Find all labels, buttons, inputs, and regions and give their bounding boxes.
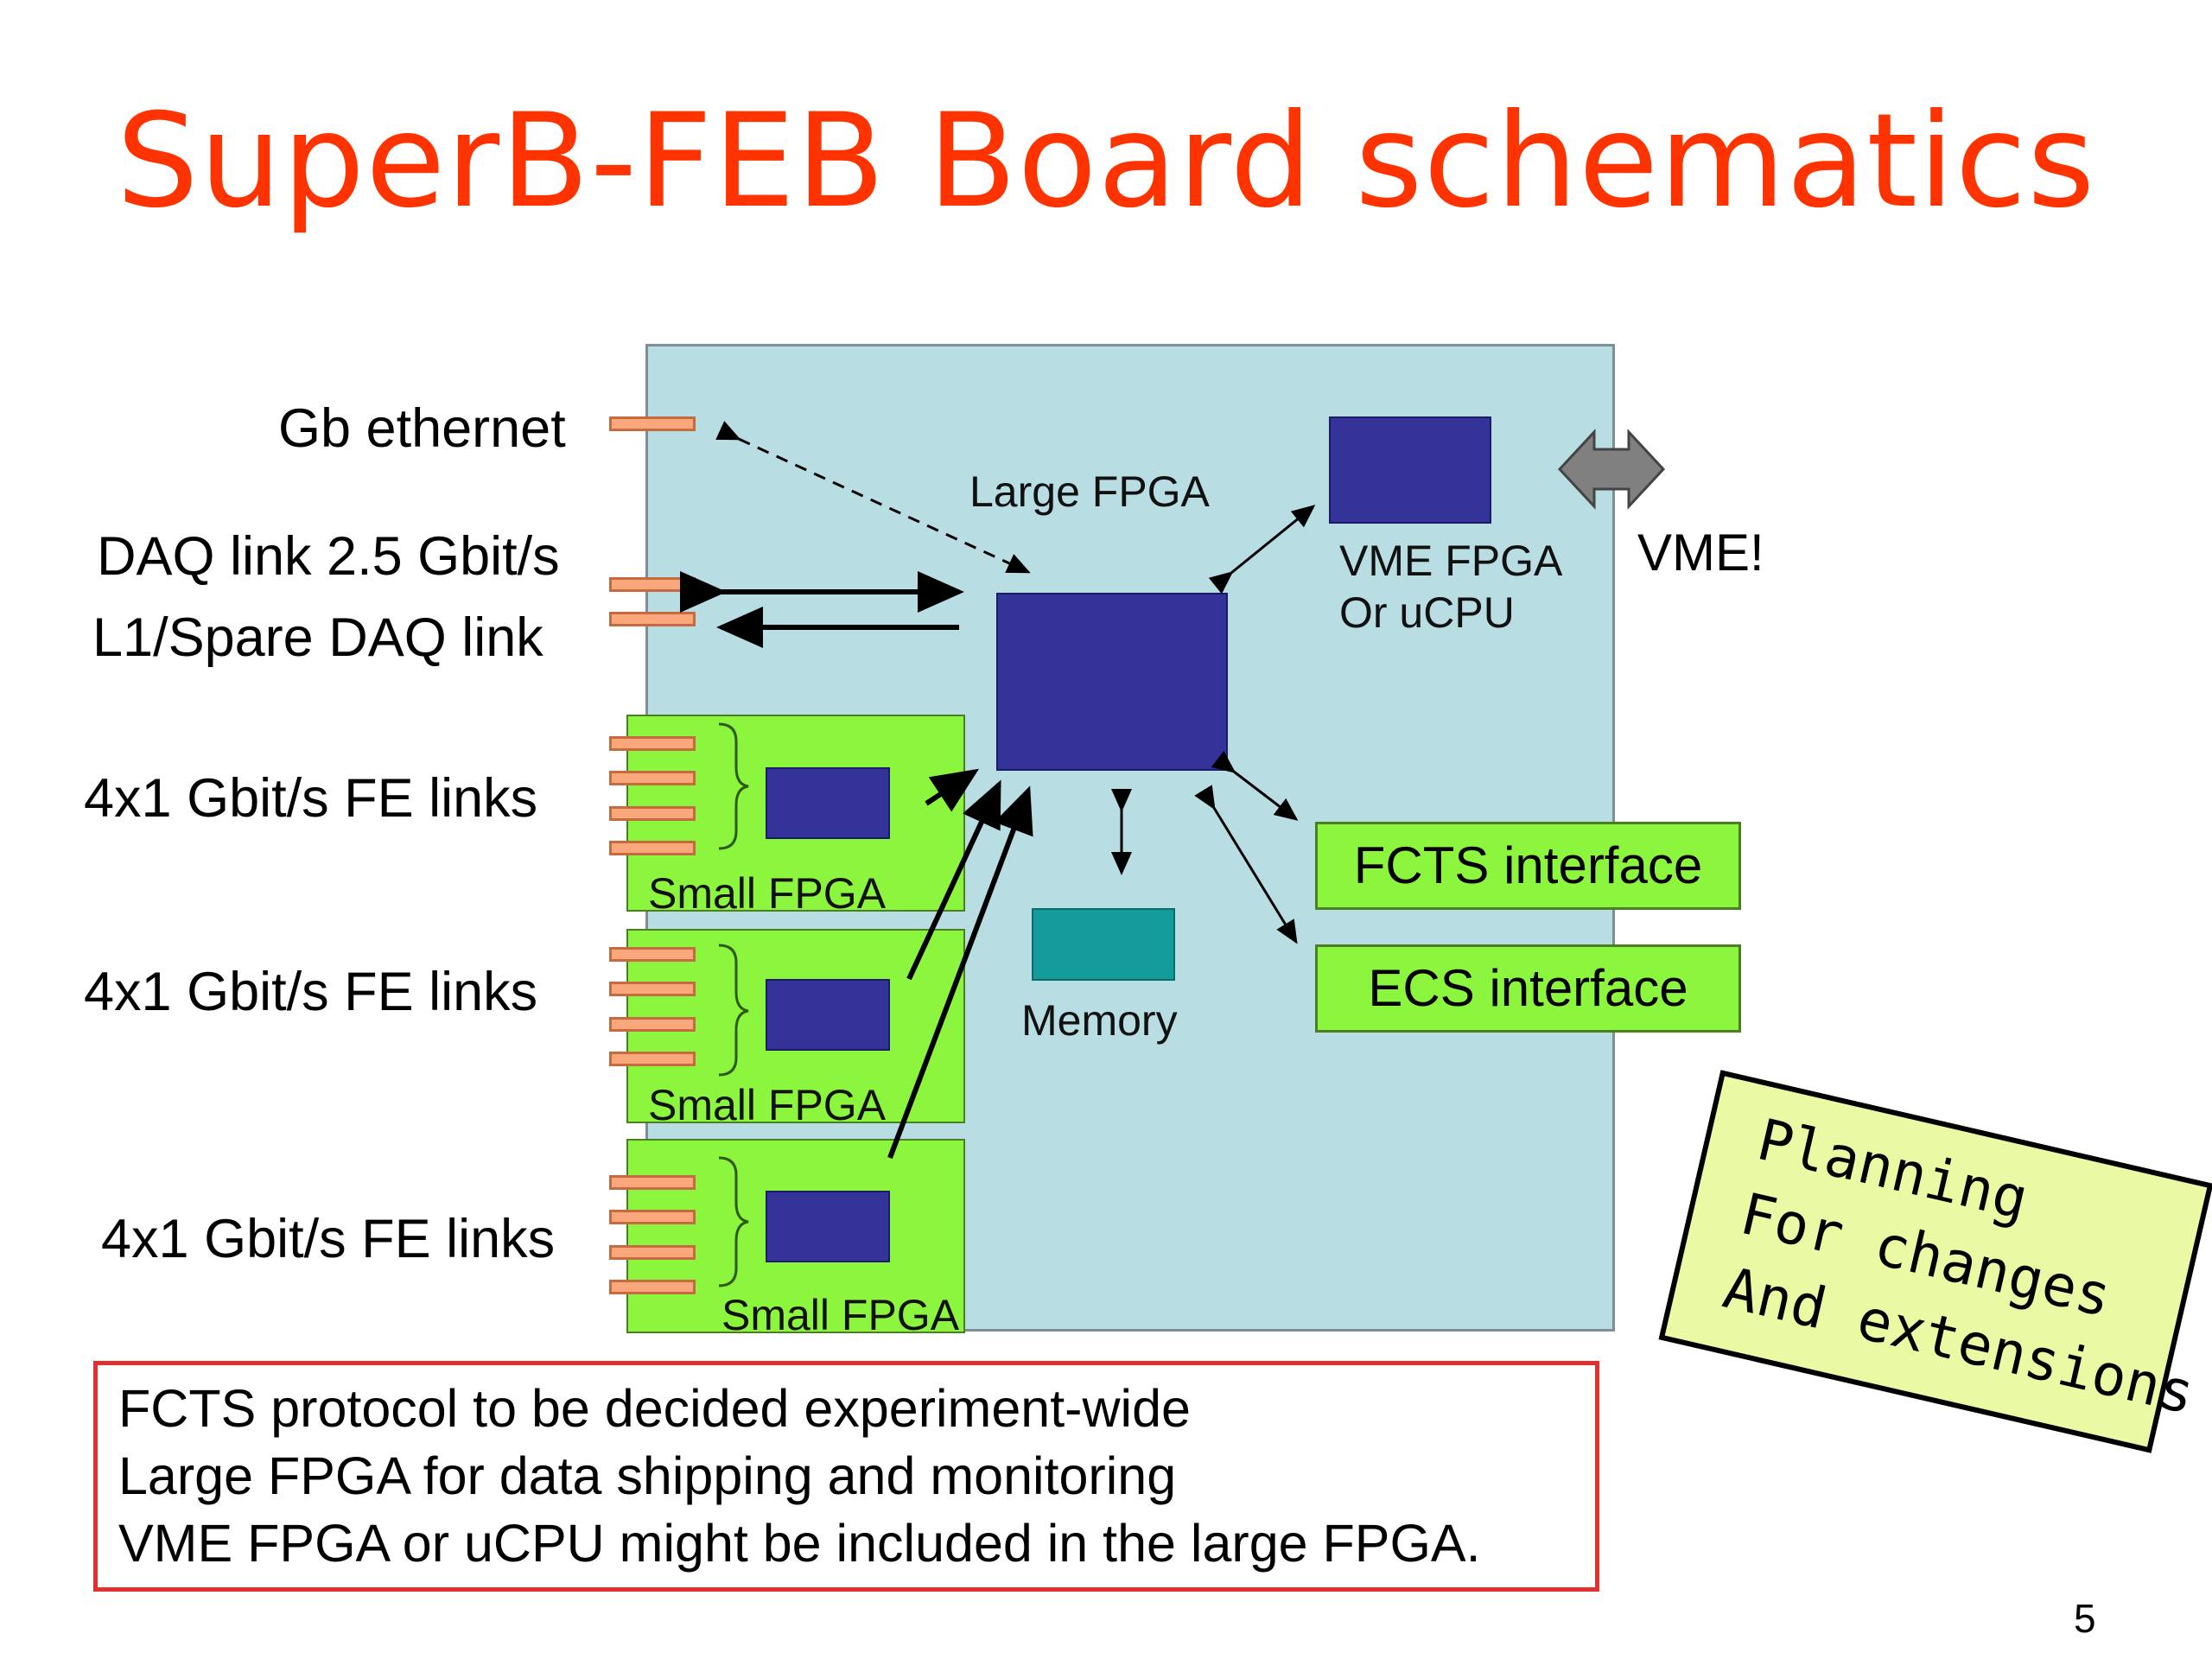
- arrow-ecs: [1194, 785, 1298, 944]
- ecs-interface-box: ECS interface: [1315, 944, 1741, 1033]
- connector-fe-2c: [609, 1017, 696, 1032]
- connector-gb-ethernet: [609, 416, 696, 431]
- label-gb-ethernet: Gb ethernet: [278, 398, 566, 459]
- connector-fe-2d: [609, 1052, 696, 1066]
- small-fpga-label-1: Small FPGA: [648, 869, 887, 918]
- brace-3: [718, 1156, 749, 1287]
- connector-fe-3b: [609, 1210, 696, 1224]
- connector-fe-1b: [609, 771, 696, 785]
- arrow-small-fpga-2: [906, 779, 1001, 981]
- small-fpga-chip-1: [766, 767, 890, 839]
- connector-fe-3d: [609, 1280, 696, 1294]
- label-daq-link: DAQ link 2.5 Gbit/s: [97, 526, 560, 587]
- connector-fe-1d: [609, 841, 696, 855]
- connector-fe-3a: [609, 1175, 696, 1190]
- connector-fe-1a: [609, 736, 696, 751]
- large-fpga-chip: [996, 593, 1228, 771]
- note-line-2: Large FPGA for data shipping and monitor…: [118, 1446, 1177, 1505]
- arrow-fcts: [1211, 750, 1299, 821]
- memory-chip: [1032, 908, 1175, 981]
- vme-bus-arrow: [1557, 429, 1666, 510]
- vme-fpga-label-2: Or uCPU: [1339, 588, 1515, 637]
- slide-title: SuperB-FEB Board schematics: [116, 86, 2096, 237]
- label-fe-links-1: 4x1 Gbit/s FE links: [84, 768, 538, 829]
- vme-fpga-chip: [1329, 416, 1491, 524]
- vme-label: VME!: [1637, 524, 1764, 582]
- vme-fpga-label: VME FPGA: [1339, 537, 1563, 585]
- fcts-interface-box: FCTS interface: [1315, 822, 1741, 910]
- notes-box: [93, 1361, 1599, 1592]
- page-number: 5: [2074, 1596, 2096, 1641]
- brace-2: [718, 944, 749, 1077]
- connector-fe-1c: [609, 806, 696, 821]
- arrow-small-fpga-3: [887, 785, 1033, 1160]
- connector-fe-2b: [609, 982, 696, 996]
- connector-fe-3c: [609, 1245, 696, 1260]
- label-l1-spare-daq-link: L1/Spare DAQ link: [92, 607, 543, 668]
- small-fpga-label-2: Small FPGA: [648, 1081, 887, 1129]
- brace-1: [718, 722, 749, 850]
- small-fpga-label-3: Small FPGA: [721, 1291, 960, 1339]
- memory-label: Memory: [1021, 996, 1178, 1045]
- arrow-gb-ethernet: [715, 421, 1031, 574]
- small-fpga-chip-2: [766, 979, 890, 1051]
- label-fe-links-3: 4x1 Gbit/s FE links: [101, 1209, 556, 1269]
- connector-l1-spare: [609, 612, 696, 626]
- label-fe-links-2: 4x1 Gbit/s FE links: [84, 962, 538, 1022]
- connector-fe-2a: [609, 947, 696, 962]
- note-line-1: FCTS protocol to be decided experiment-w…: [118, 1379, 1191, 1438]
- small-fpga-chip-3: [766, 1191, 890, 1262]
- arrow-small-fpga-1: [925, 768, 980, 812]
- arrow-large-to-vme: [1208, 505, 1316, 594]
- note-line-3: VME FPGA or uCPU might be included in th…: [118, 1514, 1481, 1573]
